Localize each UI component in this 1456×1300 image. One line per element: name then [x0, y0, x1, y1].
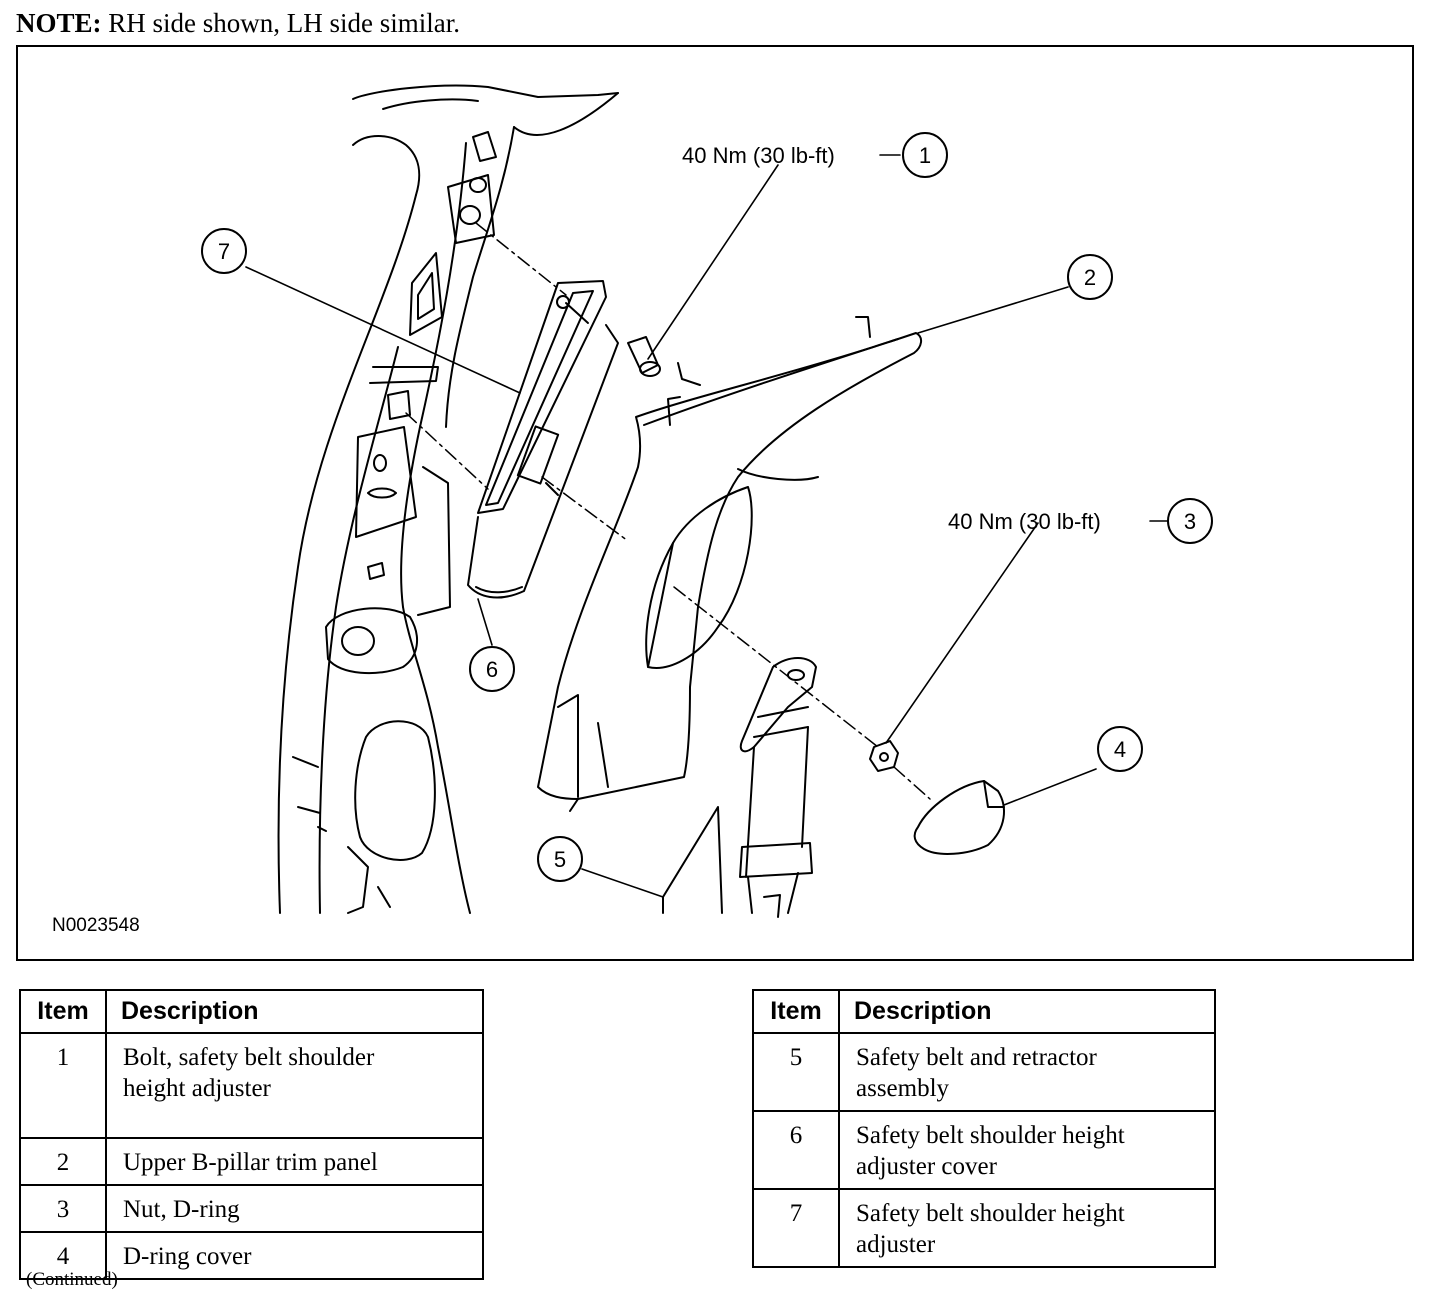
- header-description: Description: [838, 989, 1216, 1034]
- table-header-row: Item Description: [752, 989, 1216, 1034]
- table-row: 2 Upper B-pillar trim panel: [19, 1137, 484, 1186]
- callout-6: 6: [486, 657, 498, 682]
- item-description: D-ring cover: [105, 1231, 484, 1280]
- item-description: Nut, D-ring: [105, 1184, 484, 1233]
- table-row: 3 Nut, D-ring: [19, 1184, 484, 1233]
- description-line: Safety belt shoulder height: [856, 1122, 1125, 1149]
- item-number: 7: [752, 1188, 840, 1268]
- table-row: 4 D-ring cover: [19, 1231, 484, 1280]
- callout-circle-3: [1167, 498, 1213, 544]
- description-line: D-ring cover: [123, 1243, 252, 1270]
- callout-1: 1: [919, 143, 931, 168]
- description-line: Bolt, safety belt shoulder: [123, 1044, 375, 1071]
- callout-circle-1: [902, 132, 948, 178]
- table-header-row: Item Description: [19, 989, 484, 1034]
- description-line: assembly: [856, 1075, 950, 1102]
- item-number: 4: [19, 1231, 107, 1280]
- description-line: Safety belt shoulder height: [856, 1200, 1125, 1227]
- note-text: RH side shown, LH side similar.: [101, 8, 461, 38]
- item-table-left: Item Description 1 Bolt, safety belt sho…: [19, 989, 484, 1280]
- description-line: Nut, D-ring: [123, 1196, 240, 1223]
- table-row: 7 Safety belt shoulder height adjuster: [752, 1188, 1216, 1268]
- header-item: Item: [19, 989, 107, 1034]
- item-description: Safety belt shoulder height adjuster cove…: [838, 1110, 1216, 1190]
- item-number: 2: [19, 1137, 107, 1186]
- item-description: Upper B-pillar trim panel: [105, 1137, 484, 1186]
- callout-circle-7: [201, 228, 247, 274]
- upper-b-pillar-trim-panel: [537, 316, 922, 812]
- item-number: 1: [19, 1032, 107, 1139]
- description-line: height adjuster: [123, 1075, 271, 1102]
- bolt-1: [627, 336, 661, 377]
- header-description: Description: [105, 989, 484, 1034]
- table-row: 1 Bolt, safety belt shoulder height adjus…: [19, 1032, 484, 1139]
- d-ring-cover: [913, 780, 1005, 855]
- callout-circles: [201, 132, 1213, 882]
- leader-lines: [245, 154, 1169, 898]
- callout-circle-6: [469, 646, 515, 692]
- callout-numbers: 1 2 3 4 5 6 7: [218, 143, 1196, 872]
- table-row: 5 Safety belt and retractor assembly: [752, 1032, 1216, 1112]
- callout-circle-5: [537, 836, 583, 882]
- item-description: Bolt, safety belt shoulder height adjuste…: [105, 1032, 484, 1139]
- adjuster-cover: [467, 324, 619, 599]
- item-description: Safety belt shoulder height adjuster: [838, 1188, 1216, 1268]
- description-line: adjuster: [856, 1231, 936, 1258]
- description-line: adjuster cover: [856, 1153, 997, 1180]
- b-pillar-body: [277, 84, 619, 914]
- alignment-lines: [405, 222, 931, 800]
- item-number: 5: [752, 1032, 840, 1112]
- note: NOTE: RH side shown, LH side similar.: [16, 8, 460, 39]
- safety-belt-retractor: [662, 657, 817, 918]
- continued-label: (Continued): [26, 1269, 118, 1290]
- torque-label-3: 40 Nm (30 lb-ft): [948, 509, 1101, 534]
- callout-2: 2: [1084, 265, 1096, 290]
- b-pillar-diagram: 1 2 3 4 5 6 7 40 Nm (30 lb-ft) 40 Nm (30…: [52, 84, 1213, 936]
- item-number: 6: [752, 1110, 840, 1190]
- torque-label-1: 40 Nm (30 lb-ft): [682, 143, 835, 168]
- item-description: Safety belt and retractor assembly: [838, 1032, 1216, 1112]
- table-row: 6 Safety belt shoulder height adjuster co…: [752, 1110, 1216, 1190]
- shoulder-height-adjuster: [477, 280, 607, 514]
- exploded-view-figure: 1 2 3 4 5 6 7 40 Nm (30 lb-ft) 40 Nm (30…: [16, 45, 1414, 961]
- callout-5: 5: [554, 847, 566, 872]
- header-item: Item: [752, 989, 840, 1034]
- description-line: Upper B-pillar trim panel: [123, 1149, 378, 1176]
- callout-4: 4: [1114, 737, 1126, 762]
- callout-circle-4: [1097, 726, 1143, 772]
- callout-7: 7: [218, 239, 230, 264]
- note-label: NOTE:: [16, 8, 102, 38]
- figure-id: N0023548: [52, 915, 140, 936]
- callout-circle-2: [1067, 254, 1113, 300]
- item-number: 3: [19, 1184, 107, 1233]
- item-table-right: Item Description 5 Safety belt and retra…: [752, 989, 1216, 1268]
- description-line: Safety belt and retractor: [856, 1044, 1097, 1071]
- callout-3: 3: [1184, 509, 1196, 534]
